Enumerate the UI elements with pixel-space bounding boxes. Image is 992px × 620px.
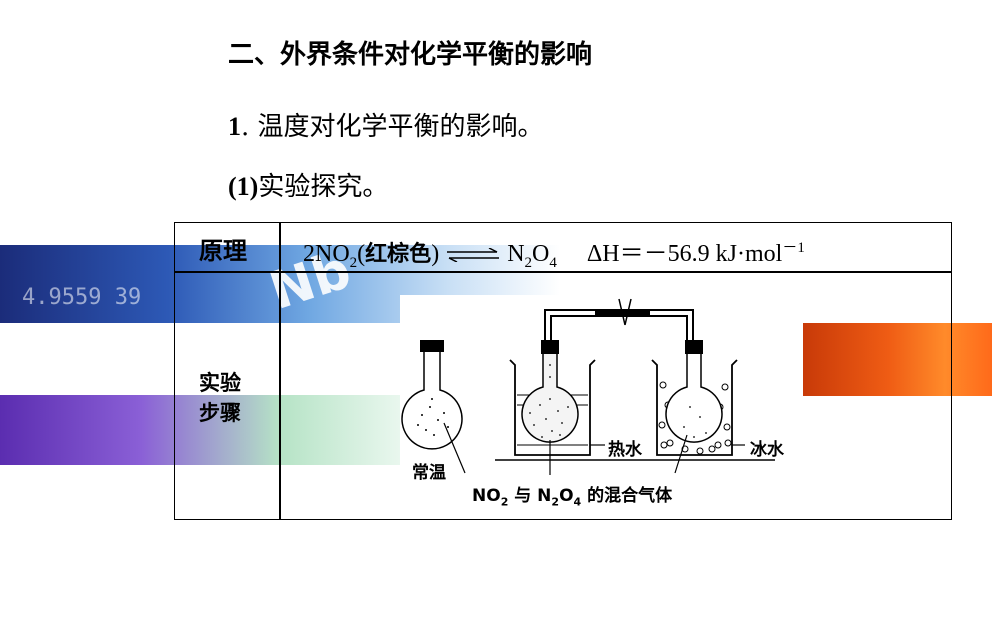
eq-enthalpy: ΔH＝－56.9 kJ·mol xyxy=(586,241,783,267)
row-label-principle: 原理 xyxy=(199,237,247,265)
row-label-steps-b: 步骤 xyxy=(199,401,241,425)
section-heading: 二、外界条件对化学平衡的影响 xyxy=(228,40,593,70)
item-1-number: 1 xyxy=(228,112,241,141)
label-hot-water: 热水 xyxy=(608,440,642,460)
eq-rhs-sub1: 2 xyxy=(524,254,533,271)
label-ice-water: 冰水 xyxy=(750,440,784,460)
table-divider-vertical xyxy=(279,223,281,519)
mix-a: NO xyxy=(472,486,501,506)
mix-sub1: 2 xyxy=(500,495,509,509)
eq-enthalpy-unit-sup: －1 xyxy=(782,240,805,256)
item-2-number: (1) xyxy=(228,172,259,201)
decor-strip-orange xyxy=(803,323,992,396)
mix-b: 与 N xyxy=(508,486,552,506)
decor-digits: 4.9559 39 xyxy=(22,285,142,310)
apparatus-drawing xyxy=(401,298,775,475)
label-normal-temp: 常温 xyxy=(412,463,446,483)
table-divider-horizontal xyxy=(175,271,951,273)
eq-rhs-sub2: 4 xyxy=(549,254,557,271)
equilibrium-arrow-icon xyxy=(447,248,500,263)
eq-lhs-sub: 2 xyxy=(349,254,358,271)
item-1-sep: . xyxy=(241,112,250,142)
row-label-steps: 实验 步骤 xyxy=(199,368,257,428)
mix-d: 的混合气体 xyxy=(581,486,673,506)
eq-paren-close: ) xyxy=(431,241,440,267)
label-gas-mixture: NO2 与 N2O4 的混合气体 xyxy=(472,481,672,508)
item-2-text: 实验探究。 xyxy=(258,172,389,202)
item-1-text: 温度对化学平衡的影响。 xyxy=(257,112,544,142)
reaction-equation: 2NO2(红棕色) N2O4 ΔH＝－56.9 kJ·mol－1 xyxy=(303,233,805,272)
eq-rhs: N xyxy=(507,241,525,267)
mix-sub2: 2 xyxy=(551,495,560,509)
mix-c: O xyxy=(559,486,574,506)
eq-lhs: 2NO xyxy=(303,241,350,267)
item-1: 1. 温度对化学平衡的影响。 xyxy=(228,106,544,143)
item-2: (1)实验探究。 xyxy=(228,166,388,203)
experiment-table: 原理 实验 步骤 2NO2(红棕色) N2O4 ΔH＝－56.9 kJ·mol－… xyxy=(174,222,952,520)
row-label-steps-a: 实验 xyxy=(199,371,241,395)
decor-strip-purple xyxy=(0,395,400,465)
apparatus-figure: 常温 热水 冰水 NO2 与 N2O4 的混合气体 xyxy=(400,295,803,515)
eq-color-note: 红棕色 xyxy=(365,242,432,267)
eq-paren-open: ( xyxy=(357,241,366,267)
mix-sub3: 4 xyxy=(573,495,582,509)
eq-rhs-mid: O xyxy=(532,241,550,267)
